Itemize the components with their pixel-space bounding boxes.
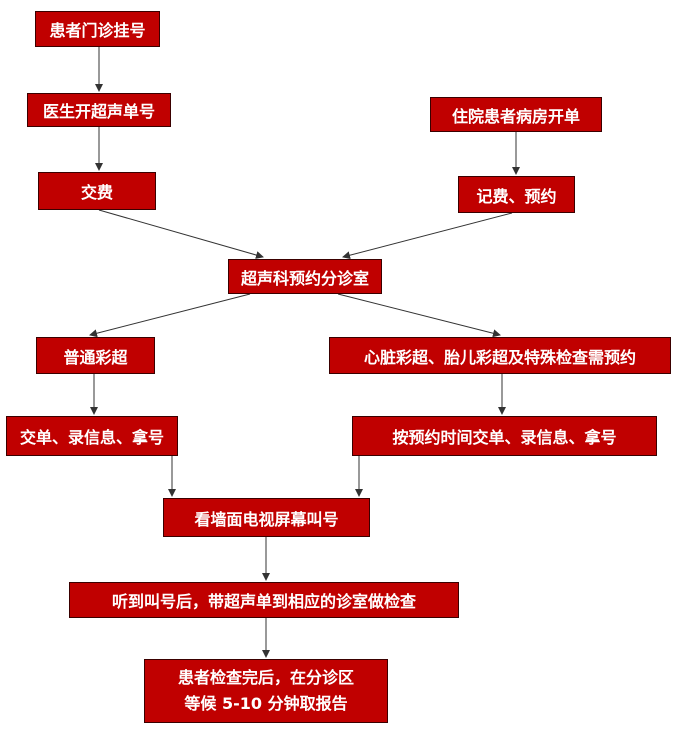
triage-box: 超声科预约分诊室: [228, 259, 382, 294]
arrow-charge-to-triage: [342, 212, 513, 260]
arrow-pay-to-triage: [98, 209, 264, 259]
arrow-triage-to-special: [337, 293, 501, 338]
watch-screen-label: 看墙面电视屏幕叫号: [194, 509, 339, 529]
finish-label-line1: 患者检查完后，在分诊区: [177, 668, 354, 687]
submit-normal-box: 交单、录信息、拿号: [6, 416, 178, 456]
inpatient-order-box: 住院患者病房开单: [430, 97, 602, 132]
doctor-order-label: 医生开超声单号: [42, 102, 155, 121]
go-exam-label: 听到叫号后，带超声单到相应的诊室做检查: [111, 592, 416, 611]
submit-special-label: 按预约时间交单、录信息、拿号: [392, 428, 617, 447]
normal-color-label: 普通彩超: [63, 347, 128, 367]
finish-box: 患者检查完后，在分诊区 等候 5-10 分钟取报告: [144, 659, 388, 723]
outpatient-register-box: 患者门诊挂号: [35, 11, 160, 47]
inpatient-order-label: 住院患者病房开单: [451, 106, 580, 126]
inpatient-charge-box: 记费、预约: [458, 176, 575, 213]
outpatient-register-label: 患者门诊挂号: [49, 21, 146, 40]
triage-label: 超声科预约分诊室: [240, 268, 369, 288]
doctor-order-box: 医生开超声单号: [27, 93, 171, 127]
watch-screen-box: 看墙面电视屏幕叫号: [163, 498, 370, 537]
normal-color-box: 普通彩超: [36, 337, 155, 374]
finish-label-line2: 等候 5-10 分钟取报告: [184, 694, 348, 713]
submit-normal-label: 交单、录信息、拿号: [19, 428, 164, 447]
pay-box: 交费: [38, 172, 156, 210]
special-exam-box: 心脏彩超、胎儿彩超及特殊检查需预约: [329, 337, 671, 374]
submit-special-box: 按预约时间交单、录信息、拿号: [352, 416, 657, 456]
special-exam-label: 心脏彩超、胎儿彩超及特殊检查需预约: [363, 347, 636, 367]
arrow-triage-to-normal: [89, 293, 251, 338]
go-exam-box: 听到叫号后，带超声单到相应的诊室做检查: [69, 582, 459, 618]
inpatient-charge-label: 记费、预约: [476, 186, 557, 206]
pay-label: 交费: [80, 183, 113, 202]
